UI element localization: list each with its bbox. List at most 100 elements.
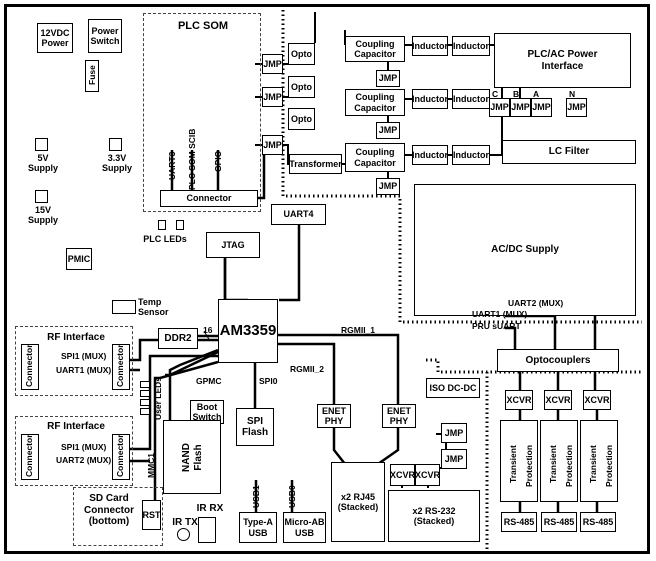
- jmp-phase-b: JMP: [510, 98, 531, 117]
- transient-2-label: Transient: [548, 445, 558, 483]
- xcvr-2: XCVR: [544, 390, 572, 410]
- am3359-box: AM3359: [218, 299, 278, 363]
- rf-interface-2-group: [15, 416, 133, 486]
- user-led-3: [140, 399, 150, 406]
- temp-sensor-box: [112, 300, 136, 314]
- plc-ac-power-interface: PLC/AC Power Interface: [494, 33, 631, 88]
- uart1-mux-label: UART1 (MUX): [472, 309, 528, 319]
- opto-2: Opto: [288, 76, 315, 98]
- rs485-1: RS-485: [501, 512, 537, 532]
- xcvr-rs232-1: XCVR: [390, 464, 415, 486]
- enet-phy-1: ENET PHY: [317, 404, 351, 428]
- transient-3-label: Transient: [588, 445, 598, 483]
- phase-c-label: C: [492, 89, 499, 99]
- sd-card-group: [73, 487, 163, 546]
- rf2-connector-left-label: Connector: [24, 434, 34, 478]
- jmp-phase-c: JMP: [489, 98, 510, 117]
- rs485-3: RS-485: [580, 512, 616, 532]
- lc-filter-box: LC Filter: [502, 140, 636, 164]
- usb1-label: USB1: [251, 485, 261, 508]
- temp-sensor-label: Temp Sensor: [138, 297, 169, 318]
- transformer-box: Transformer: [289, 154, 342, 174]
- rf2-connector-right-label: Connector: [115, 434, 125, 478]
- rst-box: RST: [142, 500, 161, 530]
- ir-tx-led: [177, 528, 190, 541]
- uart2-mux-label-rf: UART2 (MUX): [56, 455, 112, 465]
- nand-flash-box: NAND Flash: [163, 420, 221, 494]
- coupling-capacitor-2: Coupling Capacitor: [345, 89, 405, 116]
- supply-33v-box: [109, 138, 122, 151]
- uart3-label: UART3: [167, 151, 177, 180]
- plc-led-2: [176, 220, 184, 230]
- transient-protection-3: Transient Protection: [580, 420, 618, 502]
- rgmii-1-label: RGMII_1: [341, 325, 376, 335]
- xcvr-rs232-2: XCVR: [415, 464, 440, 486]
- micro-ab-usb-box: Micro-AB USB: [283, 512, 326, 543]
- plc-som-connector: Connector: [160, 190, 258, 207]
- user-leds-label: User LEDs: [153, 377, 163, 420]
- jmp-phase-a: JMP: [531, 98, 552, 117]
- ddr2-box: DDR2: [158, 328, 198, 349]
- sd-card-label: SD Card Connector (bottom): [84, 493, 134, 527]
- inductor-1b: Inductor: [452, 36, 490, 56]
- jmp-3: JMP: [262, 135, 283, 155]
- plc-som-title: PLC SOM: [177, 20, 229, 32]
- usb0-label: USB0: [287, 485, 297, 508]
- inductor-2b: Inductor: [452, 89, 490, 109]
- uart4-box: UART4: [271, 204, 326, 225]
- plc-leds-label: PLC LEDs: [143, 234, 187, 244]
- ac-dc-supply-box: AC/DC Supply: [414, 184, 636, 316]
- fuse-label: Fuse: [87, 65, 97, 85]
- phase-n-label: N: [569, 89, 576, 99]
- bus-16-label: 16: [203, 325, 213, 335]
- rf1-connector-left-label: Connector: [24, 344, 34, 388]
- ir-rx-sensor: [198, 517, 216, 543]
- opto-3: Opto: [288, 108, 315, 130]
- rf-interface-1-group: [15, 326, 133, 396]
- ir-tx-label: IR TX: [172, 517, 198, 528]
- jmp-rs232-1: JMP: [441, 423, 467, 443]
- jmp-1: JMP: [262, 54, 283, 74]
- phase-b-label: B: [513, 89, 520, 99]
- spi0-label: SPI0: [259, 376, 278, 386]
- jmp-cc-2: JMP: [376, 122, 400, 139]
- diagram-frame: [4, 4, 650, 554]
- uart2-mux-label: UART2 (MUX): [508, 298, 564, 308]
- inductor-3a: Inductor: [412, 145, 448, 165]
- optocouplers-box: Optocouplers: [497, 349, 619, 372]
- power-12vdc-box: 12VDC Power: [37, 23, 73, 53]
- protection-2-label: Protection: [564, 444, 574, 487]
- user-led-2: [140, 390, 150, 397]
- uart1-mux-label-rf: UART1 (MUX): [56, 365, 112, 375]
- spi1-mux-label-a: SPI1 (MUX): [61, 351, 107, 361]
- rf1-connector-right-label: Connector: [115, 344, 125, 388]
- fuse-box: Fuse: [85, 60, 99, 92]
- ir-rx-label: IR RX: [196, 503, 224, 514]
- jmp-cc-1: JMP: [376, 70, 400, 87]
- supply-15v-label: 15V Supply: [27, 205, 58, 226]
- user-led-1: [140, 381, 150, 388]
- xcvr-3: XCVR: [583, 390, 611, 410]
- rs485-2: RS-485: [541, 512, 577, 532]
- transient-1-label: Transient: [508, 445, 518, 483]
- inductor-2a: Inductor: [412, 89, 448, 109]
- coupling-capacitor-3: Coupling Capacitor: [345, 143, 405, 172]
- opto-1: Opto: [288, 43, 315, 65]
- rj45-box: x2 RJ45 (Stacked): [331, 462, 385, 542]
- plc-som-group: [143, 13, 261, 212]
- transient-protection-2: Transient Protection: [540, 420, 578, 502]
- rf-interface-2-title: RF Interface: [47, 421, 105, 432]
- xcvr-1: XCVR: [505, 390, 533, 410]
- inductor-1a: Inductor: [412, 36, 448, 56]
- spi1-mux-label-b: SPI1 (MUX): [61, 442, 107, 452]
- power-switch-box: Power Switch: [88, 19, 122, 53]
- rgmii-2-label: RGMII_2: [290, 364, 325, 374]
- iso-dc-dc-box: ISO DC-DC: [426, 378, 480, 398]
- supply-33v-label: 3.3V Supply: [101, 153, 132, 174]
- rf1-connector-right: Connector: [112, 344, 130, 390]
- rf-interface-1-title: RF Interface: [47, 332, 105, 343]
- rf2-connector-left: Connector: [21, 434, 39, 480]
- type-a-usb-box: Type-A USB: [239, 512, 277, 543]
- protection-3-label: Protection: [604, 444, 614, 487]
- jmp-2: JMP: [262, 87, 283, 107]
